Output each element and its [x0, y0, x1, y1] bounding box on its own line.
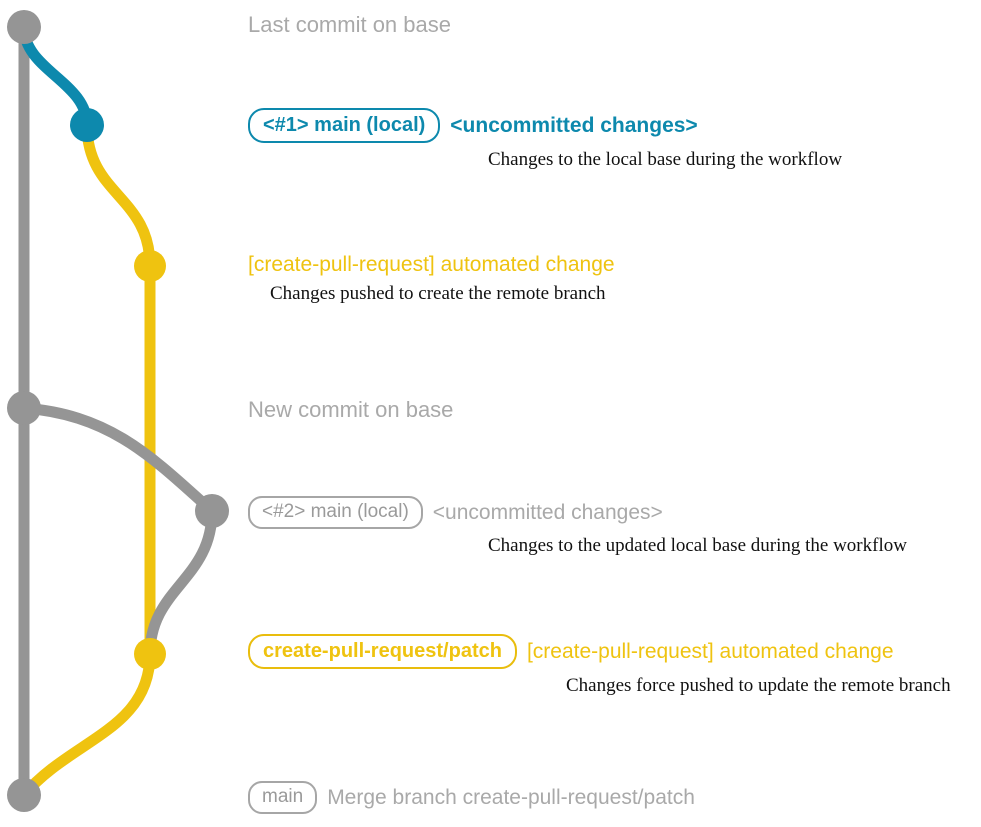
commit-subject: [create-pull-request] automated change: [248, 253, 615, 276]
commit-node-local-1[interactable]: [70, 108, 104, 142]
row-head: main Merge branch create-pull-request/pa…: [248, 781, 981, 814]
commit-node-base-top[interactable]: [7, 10, 41, 44]
commit-subject: <uncommitted changes>: [450, 113, 698, 137]
commit-subject: [create-pull-request] automated change: [526, 639, 894, 663]
row-head: New commit on base: [248, 398, 981, 422]
row-head: [create-pull-request] automated change: [248, 253, 981, 277]
row-head: Last commit on base: [248, 13, 981, 37]
row-head: create-pull-request/patch [create-pull-r…: [248, 634, 981, 669]
row-head: <#2> main (local) <uncommitted changes>: [248, 496, 981, 529]
commit-subject: Merge branch create-pull-request/patch: [327, 785, 695, 809]
commit-note: Changes to the updated local base during…: [488, 535, 907, 556]
commit-nodes: [7, 10, 229, 812]
commit-row-local-main-1: <#1> main (local) <uncommitted changes> …: [248, 108, 981, 171]
commit-note: Changes pushed to create the remote bran…: [270, 283, 606, 304]
branch-badge-local-main-2[interactable]: <#2> main (local): [248, 496, 423, 529]
edge-basenew-to-local2: [18, 402, 218, 517]
commit-note: Changes force pushed to update the remot…: [566, 675, 951, 696]
commit-subject: Last commit on base: [248, 12, 451, 37]
commit-row-merge-commit: main Merge branch create-pull-request/pa…: [248, 781, 981, 814]
commit-node-local-2[interactable]: [195, 494, 229, 528]
commit-node-patch-1[interactable]: [134, 250, 166, 282]
edge-patch2-to-merge: [18, 648, 156, 801]
branch-badge-create-pull-request-patch[interactable]: create-pull-request/patch: [248, 634, 517, 669]
commit-subject: <uncommitted changes>: [432, 500, 663, 524]
branch-badge-main[interactable]: main: [248, 781, 318, 814]
commit-row-last-commit-on-base: Last commit on base: [248, 13, 981, 37]
commit-node-base-new[interactable]: [7, 391, 41, 425]
row-head: <#1> main (local) <uncommitted changes>: [248, 108, 981, 143]
commit-row-automated-change-1: [create-pull-request] automated change C…: [248, 253, 981, 305]
commit-subject: New commit on base: [248, 397, 454, 422]
edge-local2-to-patch2: [144, 505, 218, 660]
commit-node-patch-2[interactable]: [134, 638, 166, 670]
commit-row-new-commit-on-base: New commit on base: [248, 398, 981, 422]
edge-local1-to-patch1: [81, 119, 156, 272]
commit-note: Changes to the local base during the wor…: [488, 149, 843, 170]
commit-row-local-main-2: <#2> main (local) <uncommitted changes> …: [248, 496, 981, 557]
branch-badge-local-main-1[interactable]: <#1> main (local): [248, 108, 441, 143]
commit-node-merge[interactable]: [7, 778, 41, 812]
commit-row-automated-change-2: create-pull-request/patch [create-pull-r…: [248, 634, 981, 697]
